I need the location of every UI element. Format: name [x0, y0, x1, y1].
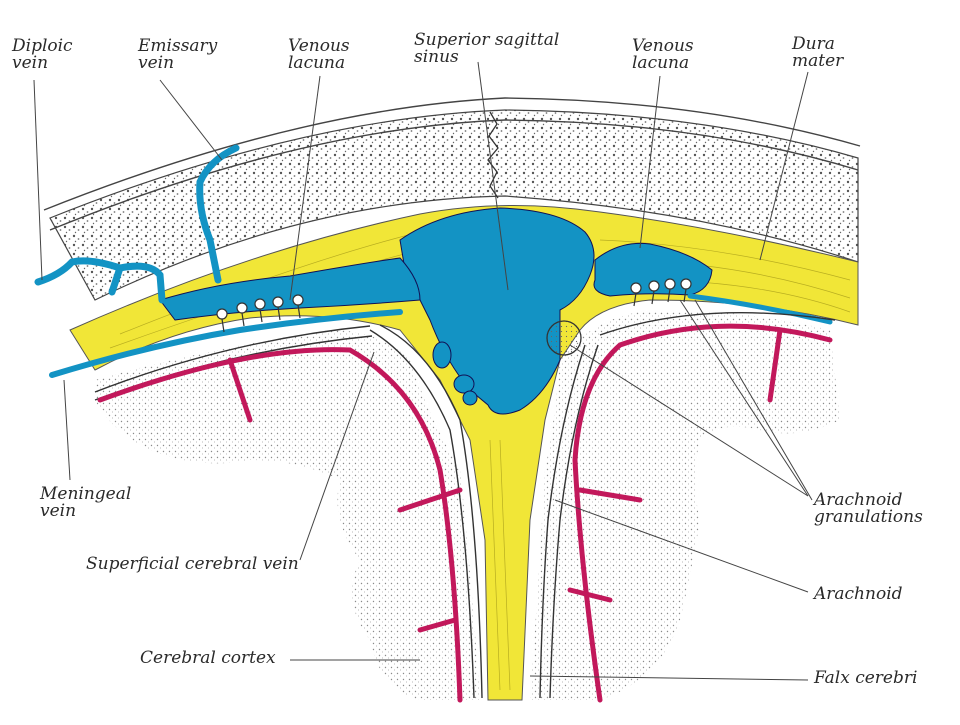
- emissary-vein: [196, 144, 240, 284]
- label-falx-cerebri: Falx cerebri: [814, 668, 918, 688]
- skull-bone: [49, 109, 859, 301]
- arachnoid-granulations-right: [630, 278, 692, 307]
- brain-right-hemisphere: [530, 310, 840, 700]
- large-arachnoid-granulation: [546, 320, 582, 356]
- label-cerebral-cortex: Cerebral cortex: [140, 648, 276, 668]
- meningeal-vein: [49, 309, 403, 378]
- arachnoid-granulations-left: [216, 294, 304, 333]
- meningeal-vein-right: [687, 293, 833, 325]
- label-superficial-cerebral-vein: Superficial cerebral vein: [86, 554, 299, 574]
- sinus-openings: [432, 341, 478, 406]
- sagittal-suture: [487, 111, 499, 199]
- label-arachnoid: Arachnoid: [814, 584, 903, 604]
- scalp-line: [43, 97, 861, 211]
- cortical-arteries: [97, 323, 833, 703]
- dura-fibers: [109, 231, 851, 691]
- leader-lines: [33, 61, 813, 681]
- brain-left-hemisphere: [95, 330, 480, 700]
- diploic-vein: [34, 257, 166, 304]
- venous-lacuna-left-shape: [159, 257, 421, 321]
